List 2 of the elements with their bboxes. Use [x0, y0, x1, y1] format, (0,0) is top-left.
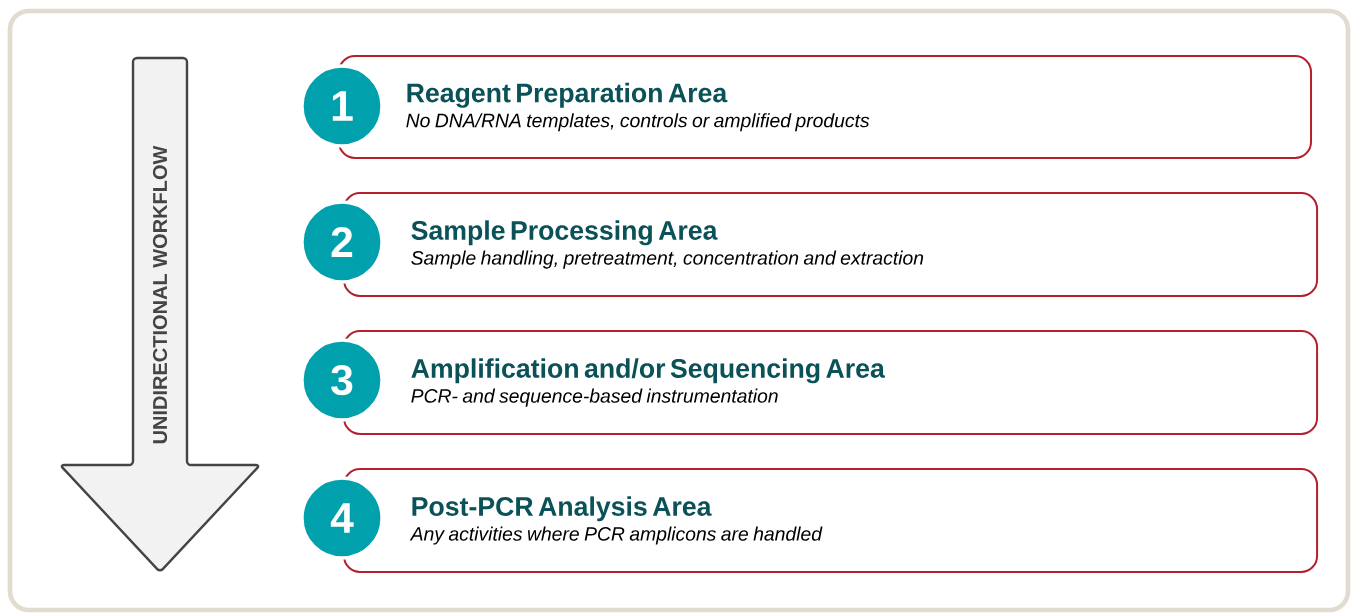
down-arrow-shape	[60, 56, 260, 572]
workflow-label: UNIDIRECTIONAL WORKFLOW	[152, 145, 168, 444]
